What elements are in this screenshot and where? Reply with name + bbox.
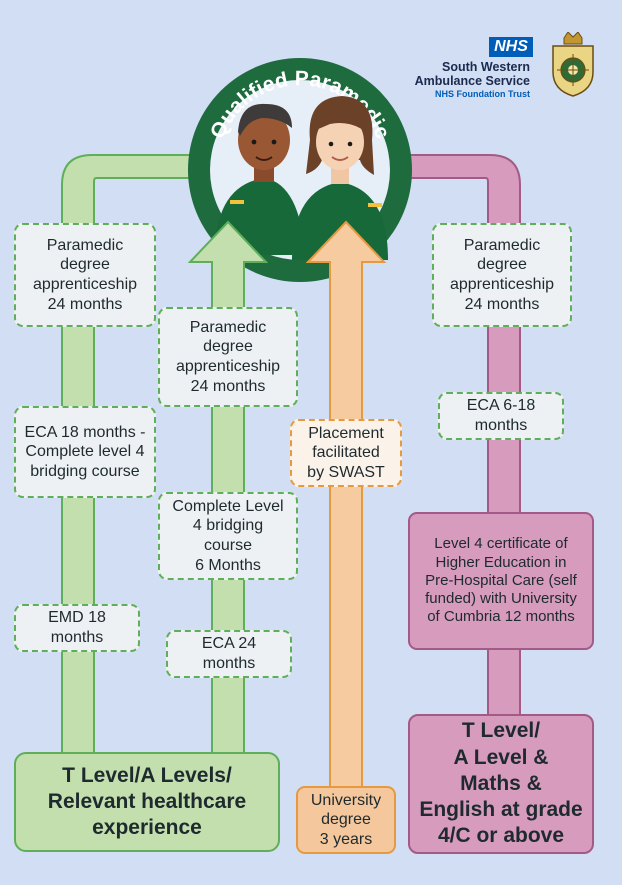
middle-step-paramedic-apprenticeship: Paramedic degree apprenticeship 24 month…: [158, 307, 298, 407]
university-start-degree: University degree 3 years: [296, 786, 396, 854]
university-step-placement: Placement facilitated by SWAST: [290, 419, 402, 487]
org-name-line1: South Western: [442, 60, 530, 74]
nhs-logo: NHS: [489, 37, 533, 57]
left-step-paramedic-apprenticeship: Paramedic degree apprenticeship 24 month…: [14, 223, 156, 327]
ambulance-service-crest-icon: [552, 32, 594, 97]
middle-pathway-arrow: [187, 220, 269, 761]
left-step-eca-18-months: ECA 18 months - Complete level 4 bridgin…: [14, 406, 156, 498]
left-start-t-level: T Level/A Levels/ Relevant healthcare ex…: [14, 752, 280, 852]
right-step-level4-certificate: Level 4 certificate of Higher Education …: [408, 512, 594, 650]
right-step-eca-6-18-months: ECA 6-18 months: [438, 392, 564, 440]
university-pathway-arrow: [305, 220, 387, 801]
right-start-t-level-maths-english: T Level/ A Level & Maths & English at gr…: [408, 714, 594, 854]
left-step-emd-18-months: EMD 18 months: [14, 604, 140, 652]
org-name-line2: Ambulance Service: [414, 74, 530, 88]
middle-step-bridging-course: Complete Level 4 bridging course 6 Month…: [158, 492, 298, 580]
middle-step-eca-24-months: ECA 24 months: [166, 630, 292, 678]
trust-name: NHS Foundation Trust: [435, 89, 530, 99]
right-step-paramedic-apprenticeship: Paramedic degree apprenticeship 24 month…: [432, 223, 572, 327]
